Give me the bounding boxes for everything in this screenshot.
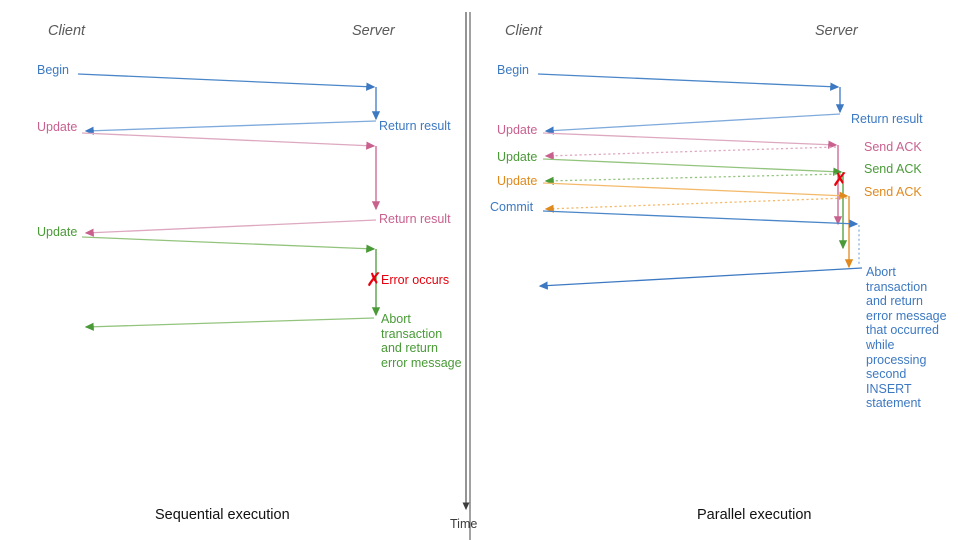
time-axis-label: Time <box>450 517 478 531</box>
arrow-update-1-left <box>81 132 376 150</box>
error-x-icon-right: ✗ <box>832 170 848 191</box>
arrow-abort-return-left <box>84 317 375 331</box>
left-caption: Sequential execution <box>155 507 290 523</box>
right-label-return-result: Return result <box>851 112 923 126</box>
left-header-client: Client <box>48 23 86 39</box>
left-label-return-result-2: Return result <box>379 212 451 226</box>
right-label-send-ack-3: Send ACK <box>864 185 922 199</box>
arrow-return-result-1-left <box>84 120 377 135</box>
right-label-commit: Commit <box>490 200 534 214</box>
left-label-error-occurs: Error occurs <box>381 273 450 287</box>
arrow-commit-right <box>542 210 859 228</box>
error-x-icon-left: ✗ <box>366 270 382 291</box>
right-label-begin: Begin <box>497 63 529 77</box>
arrow-update-2-right <box>542 158 843 176</box>
right-label-send-ack-2: Send ACK <box>864 162 922 176</box>
left-label-return-result-1: Return result <box>379 119 451 133</box>
arrow-abort-return-right <box>538 267 863 290</box>
right-caption: Parallel execution <box>697 507 812 523</box>
arrow-send-ack-2-right <box>544 173 842 185</box>
arrow-update-3-right <box>542 182 849 200</box>
arrow-update-1-right <box>542 132 838 149</box>
arrow-send-ack-1-right <box>544 146 837 160</box>
arrow-begin-right <box>537 73 840 91</box>
arrow-return-result-right <box>544 113 841 135</box>
arrow-begin-left <box>77 73 376 91</box>
arrow-return-result-2-left <box>84 219 377 237</box>
left-label-begin: Begin <box>37 63 69 77</box>
right-header-client: Client <box>505 23 543 39</box>
left-label-update-1: Update <box>37 120 78 134</box>
right-label-update-2: Update <box>497 150 538 164</box>
left-label-update-2: Update <box>37 225 78 239</box>
right-label-send-ack-1: Send ACK <box>864 140 922 154</box>
arrow-update-2-left <box>81 236 376 253</box>
left-header-server: Server <box>352 23 395 39</box>
right-label-update-3: Update <box>497 174 538 188</box>
arrow-send-ack-3-right <box>544 197 848 213</box>
right-label-update-1: Update <box>497 123 538 137</box>
right-header-server: Server <box>815 23 858 39</box>
